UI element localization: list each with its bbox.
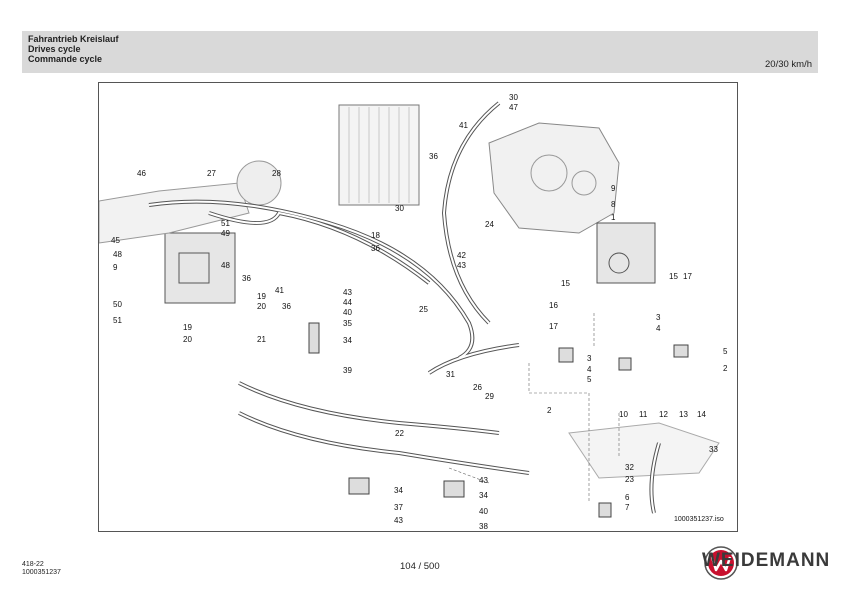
page-number: 104 / 500 xyxy=(400,561,440,572)
drive-motor xyxy=(164,232,236,304)
speed-rating: 20/30 km/h xyxy=(765,59,812,70)
svg-text:18: 18 xyxy=(371,231,380,240)
svg-text:31: 31 xyxy=(446,370,455,379)
svg-text:32: 32 xyxy=(625,463,634,472)
svg-text:30: 30 xyxy=(395,204,404,213)
svg-text:11: 11 xyxy=(639,410,648,419)
svg-text:48: 48 xyxy=(221,261,230,270)
svg-text:14: 14 xyxy=(697,410,706,419)
svg-text:49: 49 xyxy=(221,229,230,238)
svg-text:39: 39 xyxy=(343,366,352,375)
svg-text:41: 41 xyxy=(275,286,284,295)
hose-24 xyxy=(441,101,501,325)
svg-text:37: 37 xyxy=(394,503,403,512)
svg-text:5: 5 xyxy=(587,375,592,384)
svg-text:1: 1 xyxy=(611,213,616,222)
svg-text:45: 45 xyxy=(111,236,120,245)
axle-housing xyxy=(99,182,250,244)
svg-text:43: 43 xyxy=(343,288,352,297)
hose-22 xyxy=(238,381,500,435)
weidemann-logo-icon xyxy=(704,546,738,580)
hydraulic-pump xyxy=(596,222,656,284)
svg-text:2: 2 xyxy=(547,406,552,415)
iso-number: 1000351237.iso xyxy=(674,516,724,523)
svg-text:27: 27 xyxy=(207,169,216,178)
svg-text:13: 13 xyxy=(679,410,688,419)
title-english: Drives cycle xyxy=(28,44,81,54)
svg-text:47: 47 xyxy=(509,103,518,112)
svg-text:12: 12 xyxy=(659,410,668,419)
svg-text:40: 40 xyxy=(479,507,488,516)
svg-text:34: 34 xyxy=(394,486,403,495)
header-bar: Fahrantrieb Kreislauf Drives cycle Comma… xyxy=(22,31,818,73)
svg-text:20: 20 xyxy=(183,335,192,344)
svg-text:16: 16 xyxy=(549,301,558,310)
svg-text:28: 28 xyxy=(272,169,281,178)
svg-text:7: 7 xyxy=(625,503,630,512)
svg-text:19: 19 xyxy=(183,323,192,332)
svg-text:51: 51 xyxy=(221,219,230,228)
svg-text:46: 46 xyxy=(137,169,146,178)
svg-text:15: 15 xyxy=(561,279,570,288)
brand-name: WEIDEMANN xyxy=(702,550,831,571)
svg-text:23: 23 xyxy=(625,475,634,484)
svg-text:42: 42 xyxy=(457,251,466,260)
svg-text:17: 17 xyxy=(549,322,558,331)
svg-text:36: 36 xyxy=(371,244,380,253)
svg-text:30: 30 xyxy=(509,93,518,102)
svg-text:36: 36 xyxy=(282,302,291,311)
svg-text:36: 36 xyxy=(429,152,438,161)
svg-text:3: 3 xyxy=(656,313,661,322)
svg-text:3: 3 xyxy=(587,354,592,363)
doc-number: 1000351237 xyxy=(22,569,61,576)
svg-text:8: 8 xyxy=(611,200,616,209)
svg-text:9: 9 xyxy=(113,263,118,272)
svg-text:35: 35 xyxy=(343,319,352,328)
svg-text:51: 51 xyxy=(113,316,122,325)
bracket-34a xyxy=(348,477,370,495)
svg-text:38: 38 xyxy=(479,522,488,531)
svg-text:44: 44 xyxy=(343,298,352,307)
svg-text:50: 50 xyxy=(113,300,122,309)
svg-text:29: 29 xyxy=(485,392,494,401)
svg-text:4: 4 xyxy=(587,365,592,374)
svg-text:4: 4 xyxy=(656,324,661,333)
svg-text:10: 10 xyxy=(619,410,628,419)
document-code: 418-22 1000351237 xyxy=(22,561,61,577)
svg-text:34: 34 xyxy=(479,491,488,500)
svg-text:43: 43 xyxy=(394,516,403,525)
svg-text:9: 9 xyxy=(611,184,616,193)
svg-text:21: 21 xyxy=(257,335,266,344)
hose-26 xyxy=(427,343,520,375)
svg-text:17: 17 xyxy=(683,272,692,281)
svg-text:48: 48 xyxy=(113,250,122,259)
rear-axle xyxy=(568,422,720,479)
svg-text:36: 36 xyxy=(242,274,251,283)
svg-text:40: 40 xyxy=(343,308,352,317)
title-german: Fahrantrieb Kreislauf xyxy=(28,34,119,44)
svg-text:24: 24 xyxy=(485,220,494,229)
svg-text:19: 19 xyxy=(257,292,266,301)
svg-text:2: 2 xyxy=(723,364,728,373)
title-french: Commande cycle xyxy=(28,54,103,64)
svg-text:41: 41 xyxy=(459,121,468,130)
svg-text:34: 34 xyxy=(343,336,352,345)
svg-text:15: 15 xyxy=(669,272,678,281)
svg-text:43: 43 xyxy=(479,476,488,485)
svg-text:20: 20 xyxy=(257,302,266,311)
clamp-34 xyxy=(308,322,320,354)
svg-text:43: 43 xyxy=(457,261,466,270)
svg-text:33: 33 xyxy=(709,445,718,454)
svg-text:25: 25 xyxy=(419,305,428,314)
bracket-34b xyxy=(443,480,465,498)
svg-text:6: 6 xyxy=(625,493,630,502)
svg-text:22: 22 xyxy=(395,429,404,438)
engine-block xyxy=(488,122,620,234)
svg-text:26: 26 xyxy=(473,383,482,392)
doc-code: 418-22 xyxy=(22,561,44,568)
svg-text:5: 5 xyxy=(723,347,728,356)
